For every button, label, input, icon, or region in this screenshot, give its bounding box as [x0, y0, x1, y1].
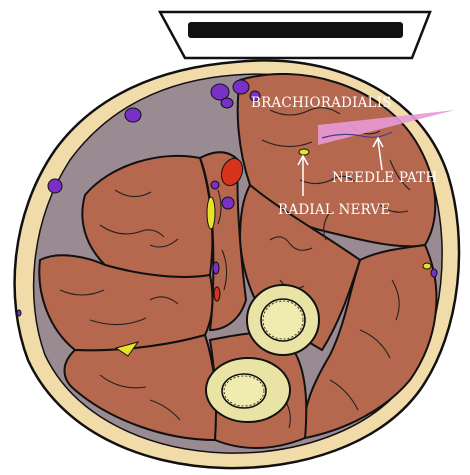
radial-nerve-label: RADIAL NERVE	[278, 202, 390, 218]
radial-nerve	[299, 149, 309, 155]
vein	[222, 197, 234, 209]
nerve	[423, 263, 431, 269]
vein	[431, 269, 437, 277]
vein	[213, 262, 219, 274]
ultrasound-probe-icon	[160, 12, 430, 58]
needle-path-label: NEEDLE PATH	[332, 170, 437, 186]
vein	[221, 98, 233, 108]
vein	[211, 181, 219, 189]
ulna-bone	[247, 285, 319, 355]
vein	[233, 80, 249, 94]
vein	[125, 108, 141, 122]
brachioradialis-label: BRACHIORADIALIS	[251, 95, 392, 111]
median-nerve	[207, 197, 215, 229]
vein	[17, 310, 21, 316]
radius-bone	[206, 358, 290, 422]
artery	[214, 287, 220, 301]
vein	[48, 179, 62, 193]
